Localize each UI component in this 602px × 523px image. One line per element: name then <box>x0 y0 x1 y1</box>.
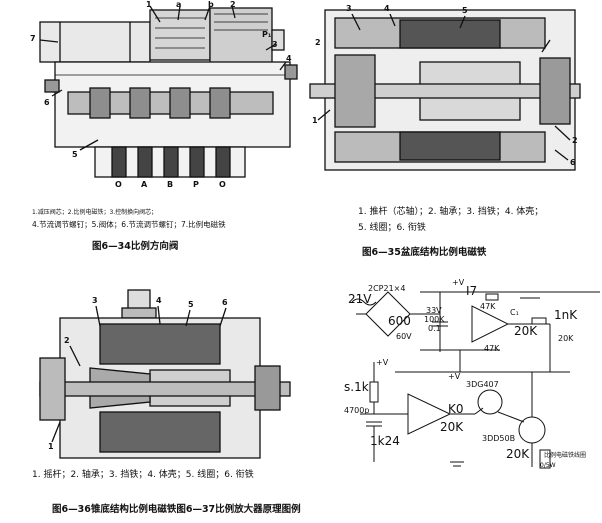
fig34-legend-line2: 4.节流调节螺钉；5.阀体；6.节流调节螺钉；7.比例电磁铁 <box>32 220 226 229</box>
fig37-label-bridge: 2CP21×4 <box>368 284 406 293</box>
fig37-label-20k-b: 20K <box>558 334 574 343</box>
fig34-drawing <box>39 5 298 178</box>
fig34-callout-a: a <box>176 0 182 9</box>
figure-6-36: 1 2 3 4 5 6 1. 摇杆；2. 轴承；3. 挡铁；4. 体壳；5. 线… <box>0 262 300 488</box>
fig37-label-600: 600 <box>388 314 411 328</box>
figure-6-37: 2CP21×4 21V 600 60V 33V 100K 0.1 I7 +V 4… <box>300 262 602 488</box>
fig36-callout-2: 2 <box>64 336 70 345</box>
fig36-callout-6: 6 <box>222 298 228 307</box>
fig37-label-4700p: 4700p <box>344 406 370 415</box>
fig35-callout-5: 5 <box>462 6 468 15</box>
fig37-label-47k-b: 47K <box>484 344 500 353</box>
fig34-port-a: A <box>141 180 148 189</box>
fig37-label-100k: 100K <box>424 315 445 324</box>
fig37-label-3dg407: 3DG407 <box>466 380 499 389</box>
fig34-port-b: B <box>167 180 174 189</box>
fig37-label-1k24: 1k24 <box>370 434 400 448</box>
fig34-port-o1: O <box>115 180 122 189</box>
fig34-port-o2: O <box>219 180 226 189</box>
fig37-label-01: 0.1 <box>428 324 441 333</box>
figure-6-35: 3 4 5 2 1 2 6 1. 推杆（芯轴）；2. 轴承；3. 挡铁；4. 体… <box>300 0 602 262</box>
fig36-callout-1: 1 <box>48 442 54 451</box>
fig37-label-33v: 33V <box>426 306 442 315</box>
fig37-label-s1k: s.1k <box>344 380 369 394</box>
fig34-callout-p1: P₁ <box>262 30 272 39</box>
fig37-label-3dd50b: 3DD50B <box>482 434 516 443</box>
fig37-label-20k-a: 20K <box>514 324 538 338</box>
fig37-label-1nk: 1nK <box>554 308 578 322</box>
fig37-label-i7: I7 <box>466 284 478 298</box>
fig35-callout-2b: 2 <box>572 136 578 145</box>
fig34-callout-b: b <box>208 0 214 9</box>
fig34-callout-6: 6 <box>44 98 50 107</box>
fig37-drawing <box>351 291 600 469</box>
fig35-callout-2a: 2 <box>315 38 321 47</box>
fig37-label-20k-d: 20K <box>506 447 530 461</box>
fig37-label-k0: K0 <box>448 402 464 416</box>
fig36-callout-5: 5 <box>188 300 194 309</box>
fig34-callout-5: 5 <box>72 150 78 159</box>
fig36-callout-4: 4 <box>156 296 162 305</box>
fig36-legend: 1. 摇杆；2. 轴承；3. 挡铁；4. 体壳；5. 线圈；6. 衔铁 <box>32 470 254 480</box>
fig35-callout-4: 4 <box>384 4 390 13</box>
fig34-caption: 图6—34比例方向阀 <box>92 241 179 252</box>
fig34-callout-1: 1 <box>146 0 152 9</box>
fig35-legend-line1: 1. 推杆（芯轴）；2. 轴承；3. 挡铁；4. 体壳； <box>358 207 544 217</box>
fig35-callout-1: 1 <box>312 116 318 125</box>
fig34-callout-3: 3 <box>272 40 278 49</box>
fig37-label-05w: 0/5W <box>540 462 556 469</box>
fig35-callout-6: 6 <box>570 158 576 167</box>
fig34-port-p: P <box>193 180 199 189</box>
fig34-legend-line1: 1.减压阀芯；2.比例电磁铁；3.控制换向阀芯； <box>32 209 158 216</box>
fig36-callout-3: 3 <box>92 296 98 305</box>
fig35-drawing <box>309 9 581 171</box>
fig37-label-c1: C₁ <box>510 308 519 317</box>
fig36-drawing <box>39 289 291 459</box>
fig37-label-plusv-mid: +V <box>376 358 389 367</box>
bottom-caption: 图6—36锥底结构比例电磁铁图6—37比例放大器原理图例 <box>52 504 301 515</box>
fig37-label-60v: 60V <box>396 332 412 341</box>
fig34-callout-7: 7 <box>30 34 36 43</box>
fig35-callout-3: 3 <box>346 4 352 13</box>
figure-6-34: 1 a b 2 7 P₁ 3 4 6 5 O A B P O 1.减压阀芯；2.… <box>0 0 300 262</box>
fig35-legend-line2: 5. 线圈；6. 衔铁 <box>358 223 426 233</box>
fig34-callout-2: 2 <box>230 0 236 9</box>
fig37-label-47k-a: 47K <box>480 302 496 311</box>
fig34-callout-4: 4 <box>286 54 292 63</box>
fig37-label-coil: 比例电磁铁线圈 <box>544 452 587 459</box>
fig37-label-21v: 21V <box>348 292 372 306</box>
fig37-label-plusv-top: +V <box>452 278 465 287</box>
fig35-caption: 图6—35盆底结构比例电磁铁 <box>362 247 487 258</box>
fig37-label-plusv-amp: +V <box>448 372 461 381</box>
fig37-label-20k-c: 20K <box>440 420 464 434</box>
